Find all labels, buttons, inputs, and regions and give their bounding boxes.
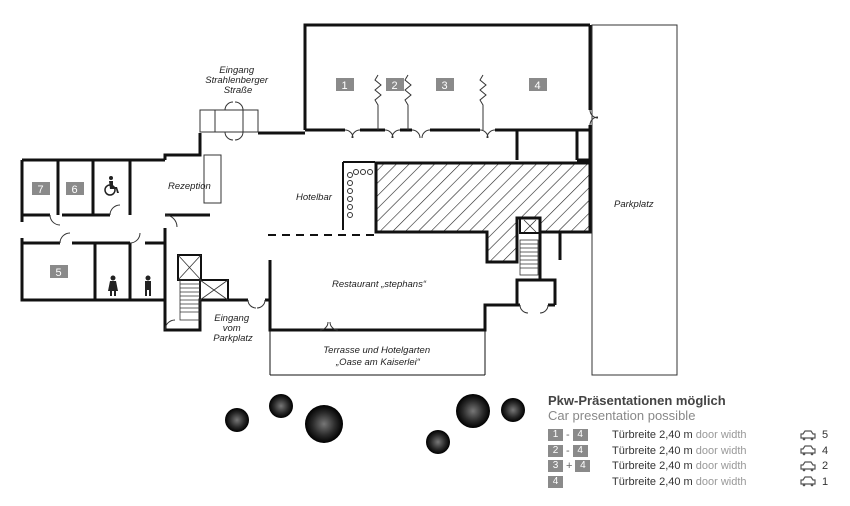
- room-7-number: 7: [38, 184, 44, 196]
- reception-desk: [203, 154, 222, 204]
- parkplatz-label: Parkplatz: [614, 199, 654, 210]
- room-2-number: 2: [392, 80, 398, 92]
- restaurant-label: Restaurant „stephans“: [332, 279, 427, 290]
- door-width-de: Türbreite 2,40 m: [612, 460, 693, 472]
- partition-walls: [374, 74, 487, 130]
- car-count: 4: [800, 445, 828, 457]
- wheelchair-icon: [104, 176, 119, 196]
- terrasse-label: Terrasse und Hotelgarten „Oase am Kaiser…: [323, 345, 433, 368]
- car-count-value: 4: [822, 444, 829, 457]
- door-width: Türbreite 2,40 m door width: [612, 476, 747, 488]
- room-combo: 4: [548, 475, 563, 488]
- room-box: 4: [575, 460, 591, 472]
- room-box: 4: [548, 475, 563, 488]
- door-width-en: door width: [695, 475, 747, 488]
- rezeption-label: Rezeption: [168, 181, 211, 192]
- room-combo: 2 - 4: [548, 444, 588, 457]
- hatched-area: [374, 161, 592, 264]
- door-width-en: door width: [695, 460, 747, 472]
- door-width-de: Türbreite 2,40 m: [612, 444, 693, 457]
- car-icon: [800, 445, 816, 456]
- car-icon: [800, 476, 816, 487]
- parking-area: [591, 24, 678, 376]
- room-box: 2: [548, 444, 563, 457]
- room-combo: 1 - 4: [548, 429, 588, 441]
- bar-stools: [347, 169, 373, 218]
- legend-row: 4 Türbreite 2,40 m door width 1: [548, 475, 848, 492]
- room-combo: 3 + 4: [548, 460, 591, 472]
- legend: Pkw-Präsentationen möglich Car presentat…: [548, 393, 848, 491]
- room-4-number: 4: [535, 80, 541, 92]
- car-count-value: 5: [822, 429, 829, 441]
- door-width: Türbreite 2,40 m door width: [612, 460, 747, 472]
- hotelbar-label: Hotelbar: [296, 192, 333, 203]
- door-width-en: door width: [695, 429, 747, 441]
- room-numbers: 1 2 3 4 5 6 7: [32, 78, 547, 279]
- combo-separator: -: [566, 429, 570, 441]
- door-width-de: Türbreite 2,40 m: [612, 475, 693, 488]
- car-icon: [800, 460, 816, 471]
- eingang-strahlenberger-label: Eingang Strahlenberger Straße: [205, 65, 271, 96]
- legend-row: 1 - 4 Türbreite 2,40 m door width 5: [548, 429, 848, 445]
- door-width-de: Türbreite 2,40 m: [612, 429, 693, 441]
- female-icon: [108, 275, 118, 296]
- tree-icon: [225, 394, 525, 454]
- male-icon: [145, 275, 151, 296]
- legend-subtitle: Car presentation possible: [548, 408, 696, 423]
- room-box: 4: [572, 444, 588, 457]
- room-1-number: 1: [342, 80, 348, 92]
- legend-title: Pkw-Präsentationen möglich: [548, 393, 726, 408]
- combo-separator: +: [566, 460, 573, 472]
- walls: [20, 23, 592, 376]
- door-width: Türbreite 2,40 m door width: [612, 445, 747, 457]
- car-count-value: 2: [822, 460, 829, 472]
- legend-row: 2 - 4 Türbreite 2,40 m door width 4: [548, 444, 848, 461]
- combo-separator: -: [566, 444, 570, 457]
- room-box: 4: [572, 429, 588, 441]
- room-box: 1: [548, 429, 563, 441]
- room-box: 3: [548, 460, 563, 472]
- door-width: Türbreite 2,40 m door width: [612, 429, 747, 441]
- door-width-en: door width: [695, 444, 747, 457]
- room-5-number: 5: [56, 267, 62, 279]
- car-icon: [800, 429, 816, 440]
- entrance-vestibule: [199, 109, 259, 133]
- room-3-number: 3: [442, 80, 448, 92]
- eingang-parkplatz-label: Eingang vom Parkplatz: [213, 313, 253, 344]
- car-count: 2: [800, 460, 828, 472]
- car-count: 5: [800, 429, 828, 441]
- room-6-number: 6: [72, 184, 78, 196]
- car-count: 1: [800, 476, 828, 488]
- stairs: [177, 219, 539, 321]
- car-count-value: 1: [822, 475, 829, 488]
- legend-row: 3 + 4 Türbreite 2,40 m door width 2: [548, 460, 848, 476]
- doors: [49, 101, 599, 331]
